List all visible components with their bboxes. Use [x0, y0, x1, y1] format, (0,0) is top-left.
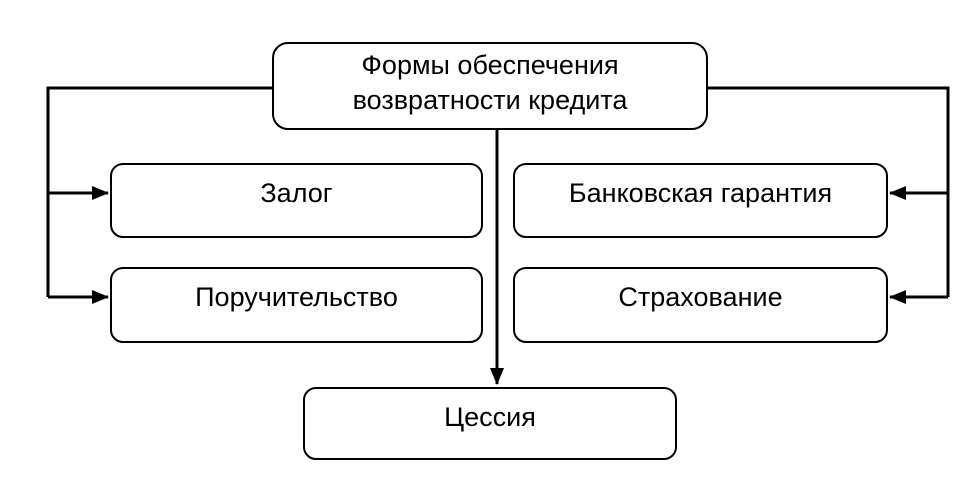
node-strakhovanie-label: Страхование — [618, 282, 783, 313]
node-tsessiya-label: Цессия — [444, 401, 536, 432]
connector-left-bracket — [46, 86, 272, 297]
node-bankovskaya-garantiya: Банковская гарантия — [513, 163, 888, 238]
node-zalog: Залог — [110, 163, 483, 238]
node-root: Формы обеспечения возвратности кредита — [272, 42, 708, 130]
node-poruchitelstvo: Поручительство — [110, 267, 483, 343]
node-zalog-label: Залог — [260, 177, 333, 208]
node-poruchitelstvo-label: Поручительство — [195, 282, 398, 313]
node-bankovskaya-garantiya-label: Банковская гарантия — [568, 177, 833, 208]
node-tsessiya: Цессия — [303, 387, 677, 460]
connector-right-bracket — [708, 86, 950, 297]
node-root-label: Формы обеспечения возвратности кредита — [352, 49, 628, 115]
node-strakhovanie: Страхование — [513, 267, 888, 343]
